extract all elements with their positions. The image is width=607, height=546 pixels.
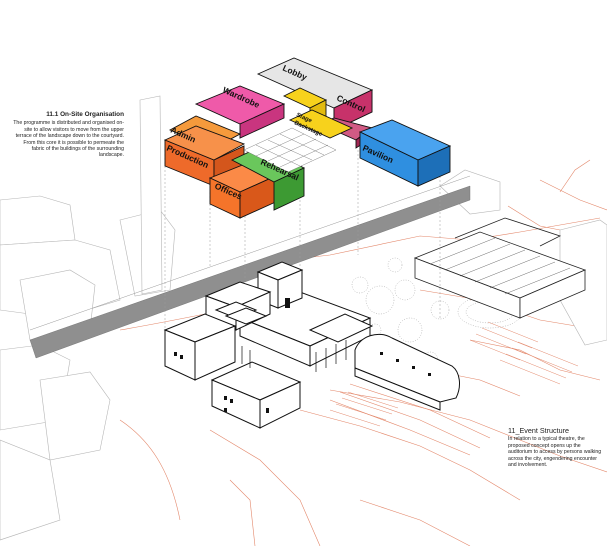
- road-edge: [29, 175, 471, 331]
- neighbour-building: [413, 217, 587, 319]
- programme-model: [163, 57, 452, 219]
- theatre-complex: [163, 261, 460, 429]
- event-structure-annotation: 11_Event Structure In relation to a typi…: [508, 426, 605, 469]
- site-context-lines: [119, 159, 607, 546]
- facade-details: [174, 298, 431, 413]
- landscape-hatching: [329, 321, 579, 427]
- onsite-title: 11.1 On-Site Organisation: [46, 111, 124, 118]
- elevated-road: [29, 185, 471, 359]
- onsite-body: The programme is distributed and organis…: [13, 120, 124, 159]
- event-body: In relation to a typical theatre, the pr…: [508, 436, 602, 469]
- courtyard-grid: [243, 127, 337, 173]
- onsite-organisation-annotation: 11.1 On-Site Organisation The programme …: [12, 111, 124, 159]
- event-title: 11_Event Structure: [508, 426, 569, 435]
- projection-lines: [164, 150, 441, 330]
- structure-columns: [241, 340, 347, 372]
